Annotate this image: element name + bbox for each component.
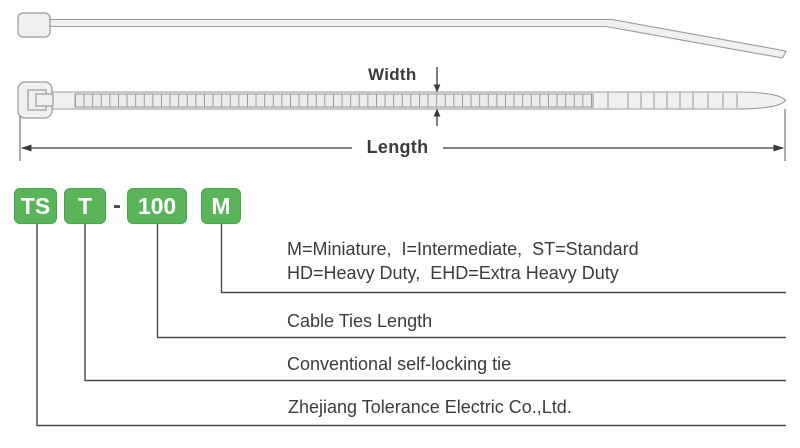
length-arrow-right-icon	[773, 144, 784, 152]
strap-segment-lines	[607, 92, 738, 109]
width-label: Width	[368, 65, 417, 84]
width-arrow-down-icon	[433, 84, 441, 93]
length-arrow-left-icon	[21, 144, 32, 152]
part-code-100: 100	[127, 188, 187, 224]
part-code-t: T	[64, 188, 106, 224]
length-label: Length	[366, 137, 429, 157]
cable-tie-side-view	[17, 12, 787, 59]
part-code-m: M	[201, 188, 241, 224]
connector-segment-m	[220, 224, 786, 294]
connector-segment-ts	[36, 224, 786, 427]
cable-tie-top-view	[17, 81, 787, 119]
head-pawl	[35, 93, 54, 107]
top-tie-head	[17, 12, 51, 38]
connector-segment-t	[84, 224, 786, 382]
manufacturer-meaning: Zhejiang Tolerance Electric Co.,Ltd.	[288, 397, 572, 417]
type-meaning: Conventional self-locking tie	[287, 354, 512, 374]
width-dimension	[433, 67, 441, 126]
teeth-ticks	[75, 94, 593, 107]
series-meaning-line-2: HD=Heavy Duty, EHD=Extra Heavy Duty	[287, 263, 619, 283]
series-meaning-line-1: M=Miniature, I=Intermediate, ST=Standard	[287, 239, 639, 259]
part-number-connectors	[36, 224, 786, 427]
length-dimension	[19, 109, 786, 161]
width-arrow-up-icon	[433, 108, 441, 117]
part-code-separator: -	[113, 192, 121, 219]
connector-segment-100	[156, 224, 786, 339]
part-code-ts: TS	[14, 188, 57, 224]
length-meaning: Cable Ties Length	[287, 311, 433, 331]
top-tie-strap	[49, 18, 787, 59]
